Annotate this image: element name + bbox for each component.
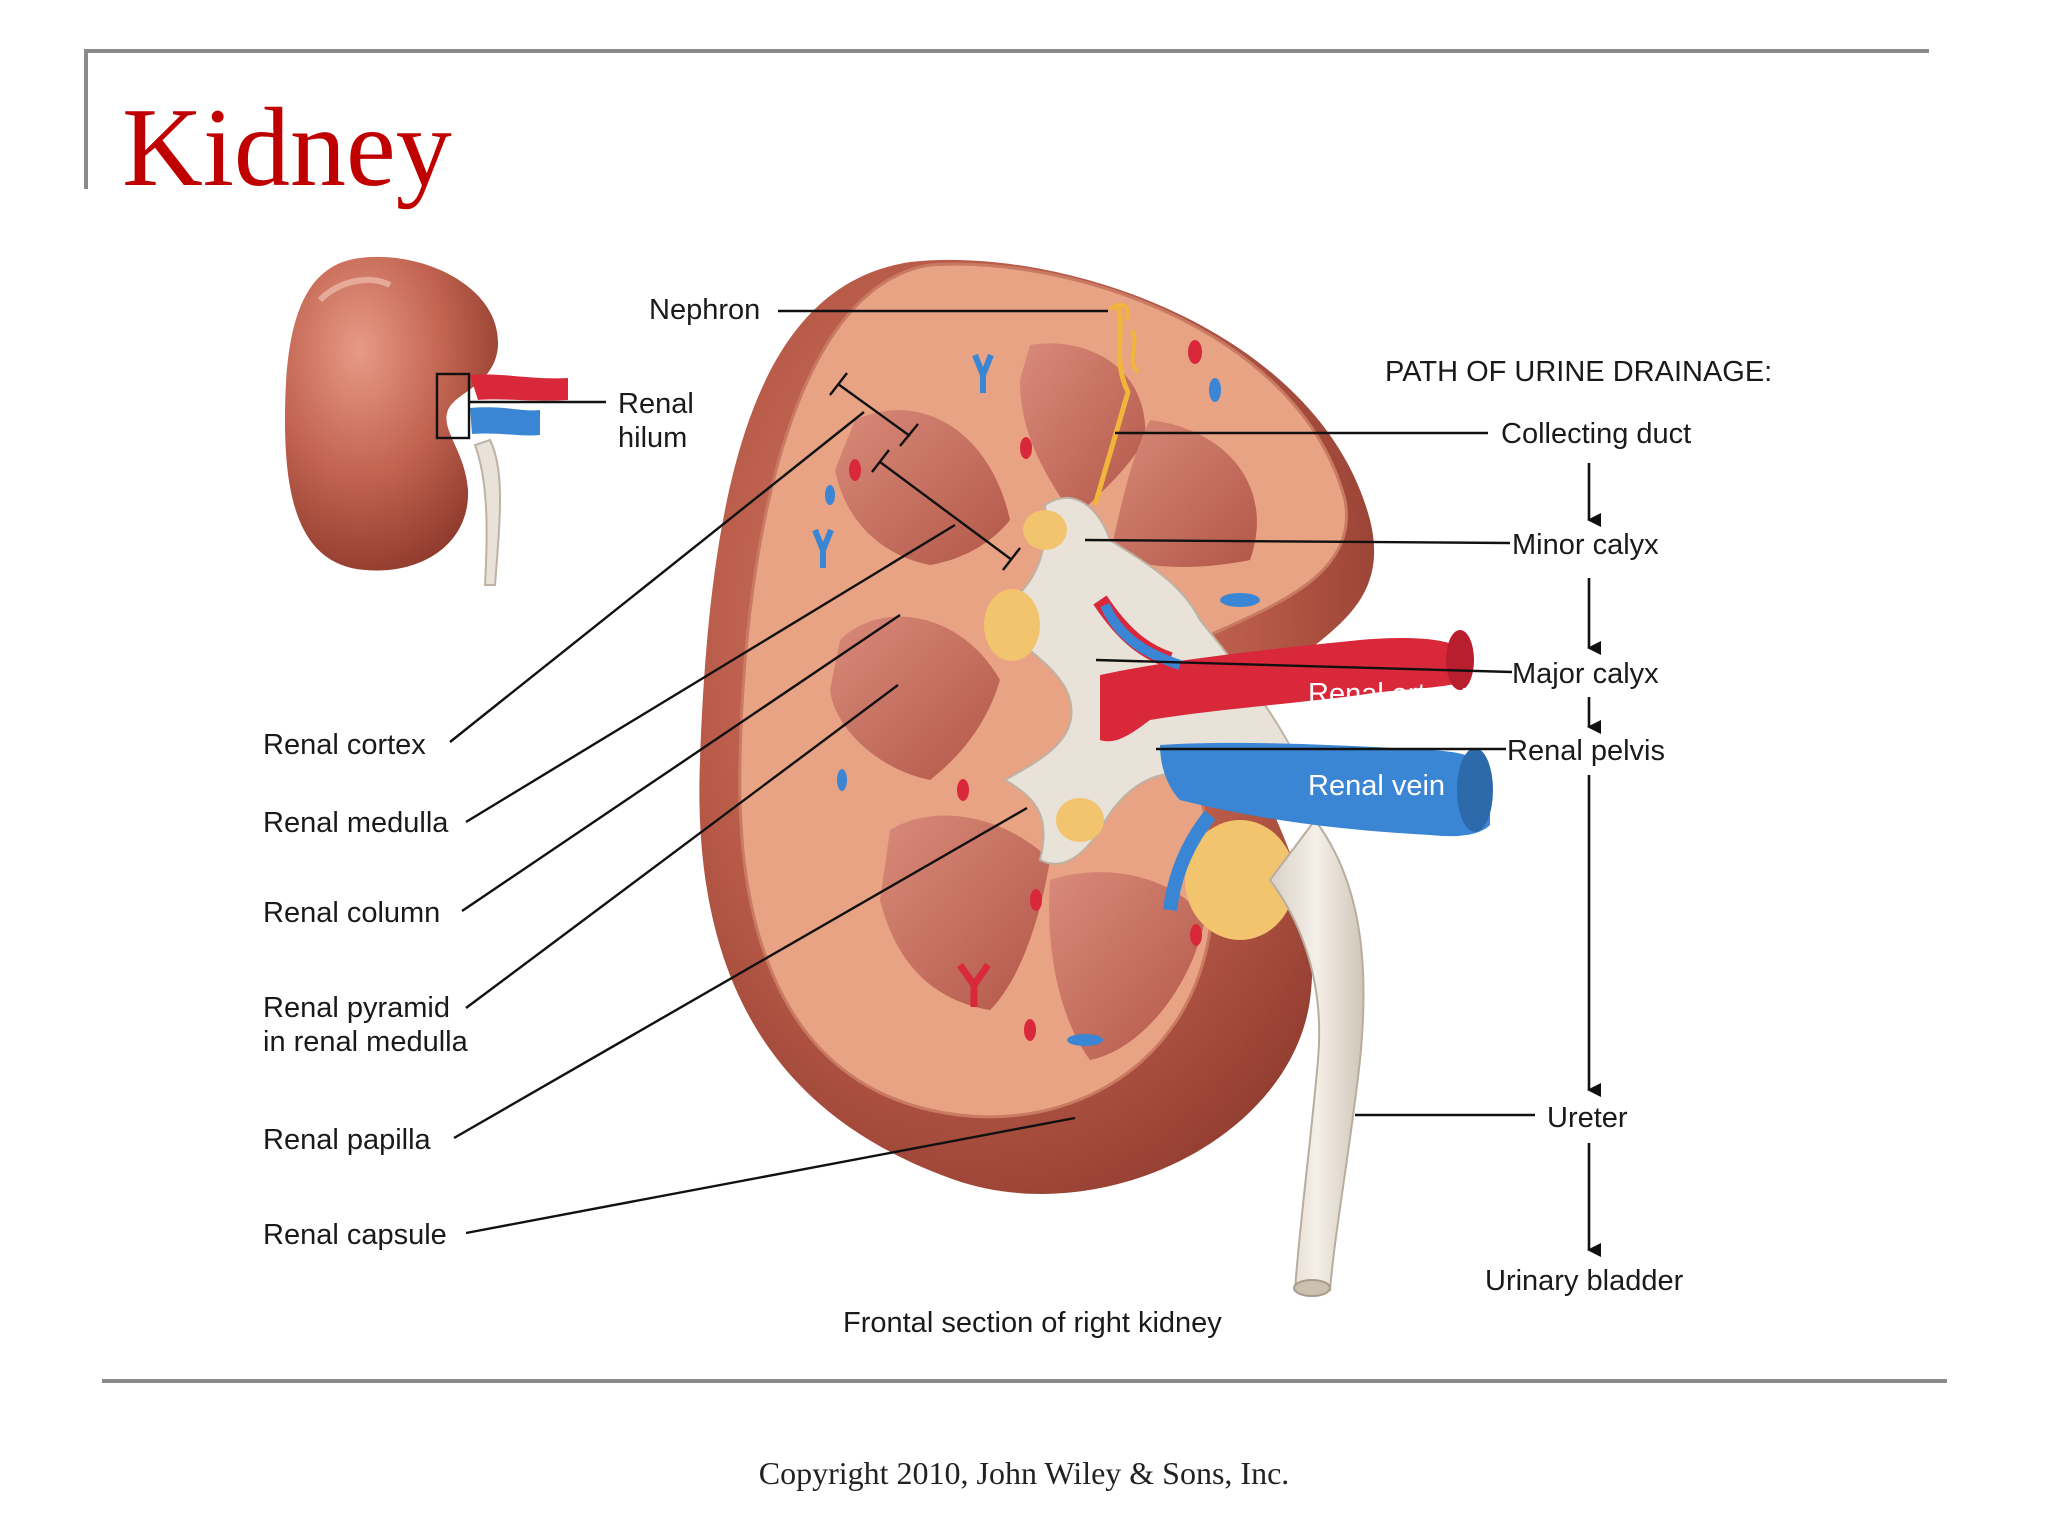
pyramid-mid-left xyxy=(830,616,1000,780)
renal-vein-lumen xyxy=(1457,748,1493,832)
figure-caption: Frontal section of right kidney xyxy=(843,1307,1222,1339)
copyright-footer: Copyright 2010, John Wiley & Sons, Inc. xyxy=(758,1455,1290,1491)
slide-frame-top-rule xyxy=(84,49,1929,53)
slide-title: Kidney xyxy=(122,86,452,210)
cortex-medulla-brackets xyxy=(829,372,1021,571)
label-renal-capsule: Renal capsule xyxy=(263,1219,447,1251)
drainage-step-minor-calyx: Minor calyx xyxy=(1512,529,1659,561)
leader-major-calyx xyxy=(1095,658,1513,674)
renal-vein-vessel xyxy=(1160,742,1490,837)
drainage-step-renal-pelvis: Renal pelvis xyxy=(1507,735,1665,767)
drainage-heading: PATH OF URINE DRAINAGE: xyxy=(1385,356,1772,388)
label-nephron: Nephron xyxy=(649,294,760,326)
pyramid-top xyxy=(1020,343,1146,520)
drainage-step-major-calyx: Major calyx xyxy=(1512,658,1659,690)
slide-frame-left-rule xyxy=(84,49,88,189)
renal-artery-lumen xyxy=(1446,630,1474,690)
leader-renal-cortex xyxy=(449,411,865,743)
label-renal-pyramid-line2: in renal medulla xyxy=(263,1026,469,1058)
slide-frame-bottom-rule xyxy=(102,1379,1947,1383)
pyramid-upper-right xyxy=(1110,420,1257,567)
pyramid-bottom xyxy=(1049,872,1205,1060)
label-renal-papilla: Renal papilla xyxy=(263,1124,432,1156)
label-renal-artery: Renal artery xyxy=(1308,678,1466,710)
diagram-labels: Nephron Renal hilum Renal cortex Renal m… xyxy=(263,294,1772,1339)
leader-minor-calyx xyxy=(1084,538,1511,545)
label-renal-cortex: Renal cortex xyxy=(263,729,426,761)
label-renal-medulla: Renal medulla xyxy=(263,807,449,839)
hilum-bracket xyxy=(435,372,471,440)
label-renal-column: Renal column xyxy=(263,897,440,929)
label-renal-vein: Renal vein xyxy=(1308,770,1445,802)
kidney-frontal-section xyxy=(699,259,1493,1297)
fat-deposit xyxy=(1023,510,1067,550)
fat-deposit xyxy=(1185,820,1295,940)
leader-renal-pyramid xyxy=(465,684,899,1009)
leader-renal-capsule xyxy=(465,1116,1076,1235)
fat-deposit xyxy=(984,589,1040,661)
label-renal-pyramid-line1: Renal pyramid xyxy=(263,992,450,1024)
leader-renal-papilla xyxy=(453,806,1028,1140)
fat-deposit xyxy=(1056,798,1104,842)
pyramid-lower-left xyxy=(880,815,1050,1010)
label-renal-hilum-line2: hilum xyxy=(618,422,687,454)
drainage-step-urinary-bladder: Urinary bladder xyxy=(1485,1265,1684,1297)
leader-renal-column xyxy=(461,614,901,912)
ureter-opening xyxy=(1293,1279,1331,1297)
leader-lines xyxy=(449,309,1535,1235)
leader-renal-medulla xyxy=(465,523,956,824)
label-renal-hilum-line1: Renal xyxy=(618,388,694,420)
drainage-step-collecting-duct: Collecting duct xyxy=(1501,418,1691,450)
drainage-step-ureter: Ureter xyxy=(1547,1102,1628,1134)
nephron-tubule xyxy=(1092,304,1131,506)
small-kidney-illustration xyxy=(285,256,568,586)
